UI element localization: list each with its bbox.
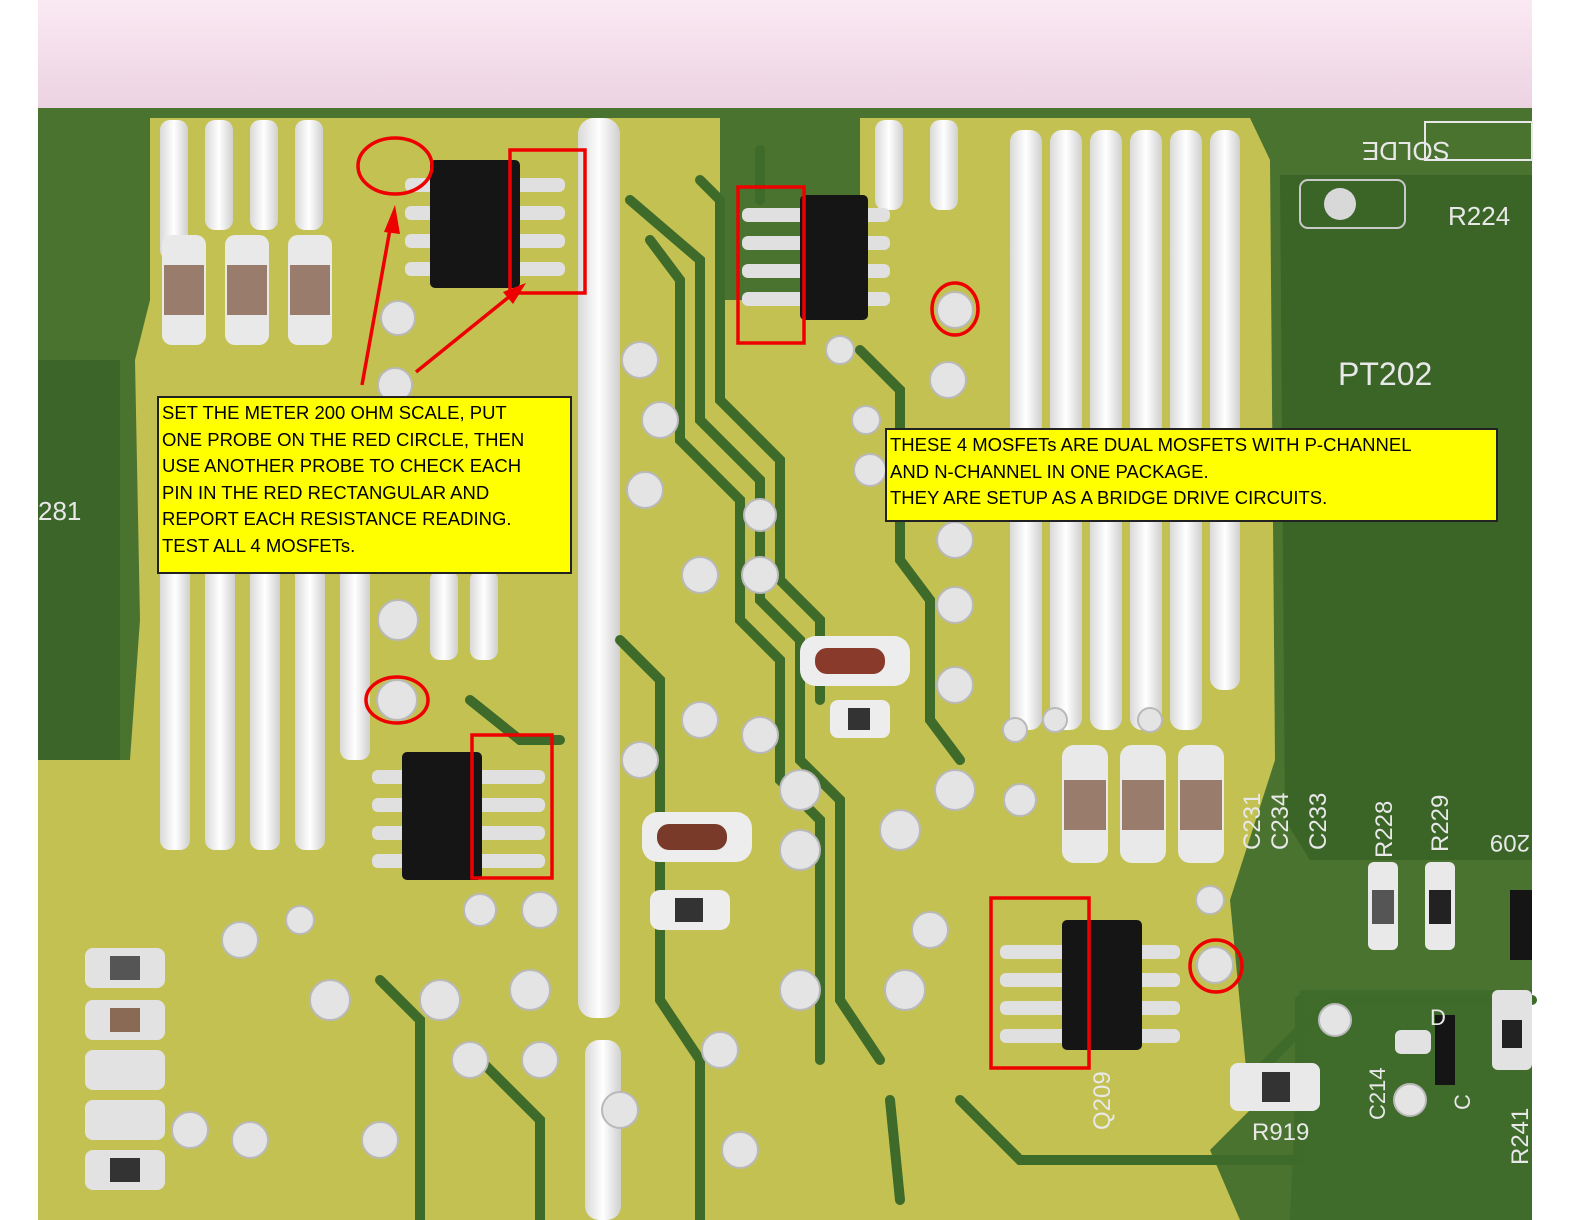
mosfet-chip-1: [405, 160, 565, 288]
label-r224: R224: [1448, 201, 1510, 231]
pin-rect-1: [508, 148, 587, 295]
red-arrowheads: [384, 205, 526, 304]
tinned-bus-bar: [578, 118, 620, 1018]
diodes: [642, 636, 910, 930]
label-209: 209: [1490, 829, 1530, 856]
small-transistors: [1299, 179, 1532, 1085]
label-281: 281: [38, 496, 81, 526]
red-markers: [356, 136, 1244, 1070]
label-c234: C234: [1267, 793, 1294, 850]
tinned-strips-left: [160, 120, 498, 850]
test-circle-3: [364, 675, 430, 725]
test-circle-2: [930, 281, 980, 337]
pin-rect-4: [989, 896, 1091, 1070]
test-circle-1: [356, 136, 434, 196]
mosfet-chip-3: [372, 752, 545, 880]
mosfet-description-callout: THESE 4 MOSFETs ARE DUAL MOSFETS WITH P-…: [885, 428, 1498, 522]
test-circle-4: [1188, 938, 1244, 994]
silkscreen-labels: R224 PT202 281 SOLDE R228 R229 209 C231 …: [38, 121, 1534, 1165]
solder-pads: [171, 291, 1427, 1169]
label-q209: Q209: [1089, 1071, 1116, 1130]
arrow-line-1: [360, 217, 394, 386]
label-c214: C214: [1365, 1067, 1390, 1120]
label-solder: SOLDE: [1362, 136, 1450, 166]
label-r241: R241: [1507, 1108, 1534, 1165]
label-c233: C233: [1305, 793, 1332, 850]
smd-capacitors: [162, 235, 1455, 1111]
mosfet-chip-2: [742, 195, 890, 320]
arrow-line-2: [414, 286, 522, 374]
label-r919: R919: [1252, 1119, 1309, 1146]
label-c231: C231: [1239, 793, 1266, 850]
label-c: C: [1450, 1094, 1475, 1110]
test-instructions-callout: SET THE METER 200 OHM SCALE, PUT ONE PRO…: [157, 396, 572, 574]
pin-rect-2: [736, 185, 806, 345]
label-r228: R228: [1371, 801, 1398, 858]
pin-rect-3: [470, 733, 554, 880]
label-pt202: PT202: [1338, 356, 1432, 392]
smd-resistor-array: [85, 948, 165, 1190]
label-r229: R229: [1427, 795, 1454, 852]
background-wall: [38, 0, 1532, 112]
mosfet-chip-4: [1000, 920, 1180, 1050]
label-d: D: [1430, 1005, 1446, 1030]
solder-mask-areas: [38, 118, 1532, 1220]
